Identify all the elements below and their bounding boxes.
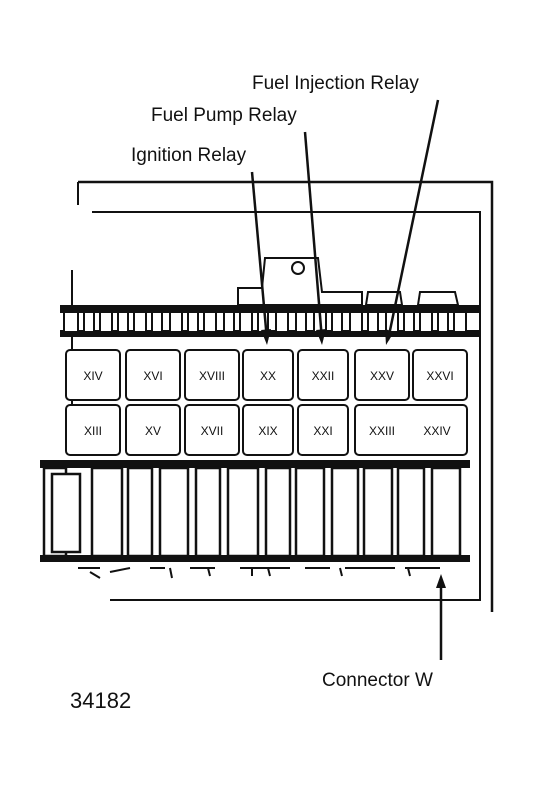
relay-xxvi [412, 349, 468, 401]
relay-xxi [297, 404, 349, 456]
relay-xiv [65, 349, 121, 401]
relay-xxiii-xxiv [354, 404, 468, 456]
fuel-injection-relay-arrowhead [385, 329, 394, 345]
relay-xxv [354, 349, 410, 401]
fuel-pump-relay-leader [303, 131, 324, 341]
connector-w-label: Connector W [322, 670, 433, 691]
relay-xix [242, 404, 294, 456]
fuel-pump-relay-label: Fuel Pump Relay [151, 105, 297, 126]
relay-xvii [184, 404, 240, 456]
relay-label: XXI [313, 424, 332, 438]
relay-label: XX [260, 369, 276, 383]
top-bracket [237, 257, 363, 306]
ignition-relay-leader [250, 171, 269, 341]
housing-outline [78, 180, 494, 612]
relay-xviii [184, 349, 240, 401]
relay-xiii [65, 404, 121, 456]
relay-label: XVIII [199, 369, 225, 383]
relay-label: XXVI [426, 369, 453, 383]
bracket-hole [291, 261, 305, 275]
relay-xvi [125, 349, 181, 401]
relay-xv [125, 404, 181, 456]
relay-label: XIII [84, 424, 102, 438]
fuel-pump-relay-arrowhead [316, 329, 326, 345]
relay-label: XVII [201, 424, 224, 438]
small-relay-right-2 [416, 291, 460, 306]
housing-inner-outline [92, 211, 481, 601]
relay-label: XXII [312, 369, 335, 383]
lower-fuse-slots [42, 466, 462, 558]
upper-fuse-slots [63, 311, 467, 333]
ignition-relay-label: Ignition Relay [131, 145, 247, 166]
relay-label: XIV [83, 369, 102, 383]
relay-label: XXV [370, 369, 394, 383]
relay-label: XVI [143, 369, 162, 383]
lower-fuse-strip [40, 460, 470, 562]
connector-w-arrowhead [436, 574, 446, 588]
fuel-injection-relay-leader [386, 99, 440, 341]
upper-fuse-strip [60, 305, 480, 337]
fuel-injection-relay-label: Fuel Injection Relay [252, 73, 419, 94]
relay-label: XXIII [369, 424, 395, 438]
relay-xx [242, 349, 294, 401]
relay-xxii [297, 349, 349, 401]
connector-tick-marks [78, 567, 440, 579]
ignition-relay-arrowhead [261, 329, 271, 345]
relay-label: XIX [258, 424, 277, 438]
relay-label: XV [145, 424, 161, 438]
figure-number: 34182 [70, 688, 132, 713]
relay-label: XXIV [423, 424, 450, 438]
